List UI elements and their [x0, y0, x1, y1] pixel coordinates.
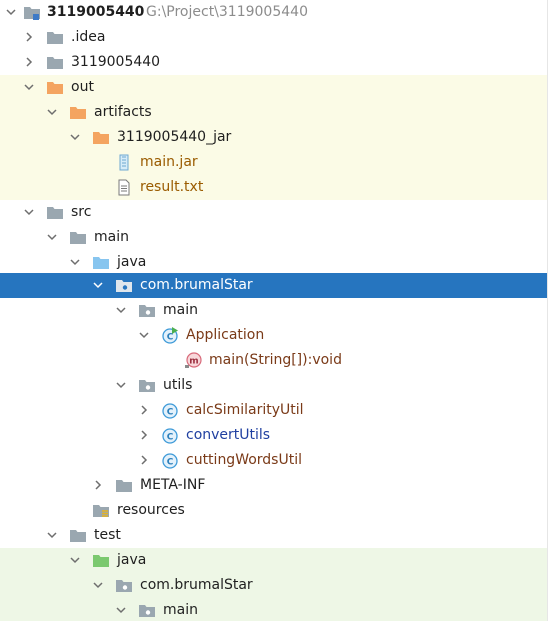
chevron-right-icon[interactable] — [137, 453, 151, 467]
tree-row-package-selected[interactable]: com.brumalStar — [0, 273, 548, 298]
tree-row-meta-inf[interactable]: META-INF — [0, 473, 548, 498]
test-main-label: main — [163, 602, 198, 618]
tree-row-cutting[interactable]: cuttingWordsUtil — [0, 448, 548, 473]
root-path-hint: G:\Project\3119005440 — [146, 4, 308, 20]
package-icon — [115, 277, 133, 294]
tree-row-utils[interactable]: utils — [0, 373, 548, 398]
tree-row-module[interactable]: 3119005440 — [0, 50, 548, 75]
test-source-folder-icon — [92, 552, 110, 569]
text-file-icon — [115, 179, 133, 196]
artifacts-label: artifacts — [94, 104, 152, 120]
chevron-right-icon[interactable] — [91, 478, 105, 492]
folder-icon — [115, 477, 133, 494]
cutting-label: cuttingWordsUtil — [186, 452, 302, 468]
tree-row-calc[interactable]: calcSimilarityUtil — [0, 398, 548, 423]
meta-inf-label: META-INF — [140, 477, 206, 493]
folder-orange-icon — [69, 104, 87, 121]
class-icon — [161, 427, 179, 444]
chevron-down-icon[interactable] — [45, 230, 59, 244]
out-label: out — [71, 79, 94, 95]
tree-row-application[interactable]: Application — [0, 323, 548, 348]
method-icon — [184, 352, 202, 369]
chevron-down-icon[interactable] — [68, 130, 82, 144]
tree-row-test-package[interactable]: com.brumalStar — [0, 573, 548, 598]
class-icon — [161, 452, 179, 469]
src-label: src — [71, 204, 92, 220]
package-icon — [138, 377, 156, 394]
tree-row-pkg-main[interactable]: main — [0, 298, 548, 323]
tree-row-convert[interactable]: convertUtils — [0, 423, 548, 448]
jar-file-icon — [115, 154, 133, 171]
chevron-down-icon[interactable] — [68, 553, 82, 567]
tree-row-root[interactable]: 3119005440 G:\Project\3119005440 — [0, 0, 548, 25]
chevron-down-icon[interactable] — [137, 328, 151, 342]
folder-icon — [46, 29, 64, 46]
chevron-down-icon[interactable] — [45, 105, 59, 119]
tree-row-main-jar[interactable]: main.jar — [0, 150, 548, 175]
tree-row-jar-folder[interactable]: 3119005440_jar — [0, 125, 548, 150]
folder-icon — [69, 229, 87, 246]
folder-icon — [46, 54, 64, 71]
resources-label: resources — [117, 502, 185, 518]
tree-row-result-txt[interactable]: result.txt — [0, 175, 548, 200]
chevron-down-icon[interactable] — [45, 528, 59, 542]
tree-row-main-method[interactable]: main(String[]):void — [0, 348, 548, 373]
folder-orange-icon — [92, 129, 110, 146]
module-folder-icon — [23, 4, 41, 21]
convert-label: convertUtils — [186, 427, 271, 443]
package-icon — [138, 602, 156, 619]
idea-label: .idea — [71, 29, 106, 45]
chevron-down-icon[interactable] — [114, 303, 128, 317]
folder-icon — [46, 204, 64, 221]
tree-row-out[interactable]: out — [0, 75, 548, 100]
tree-row-test-java[interactable]: java — [0, 548, 548, 573]
tree-row-resources[interactable]: resources — [0, 498, 548, 523]
chevron-down-icon[interactable] — [22, 80, 36, 94]
root-label: 3119005440 — [47, 4, 145, 20]
chevron-down-icon[interactable] — [114, 603, 128, 617]
tree-row-src[interactable]: src — [0, 200, 548, 225]
chevron-down-icon[interactable] — [91, 278, 105, 292]
test-label: test — [94, 527, 121, 543]
java-label: java — [117, 254, 147, 270]
chevron-right-icon[interactable] — [137, 403, 151, 417]
tree-row-test-main[interactable]: main — [0, 598, 548, 621]
application-label: Application — [186, 327, 265, 343]
resources-folder-icon — [92, 502, 110, 519]
package-label: com.brumalStar — [140, 277, 253, 293]
chevron-down-icon[interactable] — [4, 5, 18, 19]
main-method-label: main(String[]):void — [209, 352, 342, 368]
test-package-label: com.brumalStar — [140, 577, 253, 593]
utils-label: utils — [163, 377, 193, 393]
chevron-down-icon[interactable] — [114, 378, 128, 392]
tree-row-test[interactable]: test — [0, 523, 548, 548]
package-icon — [115, 577, 133, 594]
source-folder-icon — [92, 254, 110, 271]
runnable-class-icon — [161, 327, 179, 344]
chevron-right-icon[interactable] — [137, 428, 151, 442]
main-jar-label: main.jar — [140, 154, 198, 170]
tree-row-java[interactable]: java — [0, 250, 548, 275]
chevron-right-icon[interactable] — [22, 30, 36, 44]
chevron-down-icon[interactable] — [91, 578, 105, 592]
tree-row-src-main[interactable]: main — [0, 225, 548, 250]
calc-label: calcSimilarityUtil — [186, 402, 304, 418]
pkg-main-label: main — [163, 302, 198, 318]
src-main-label: main — [94, 229, 129, 245]
jar-folder-label: 3119005440_jar — [117, 129, 232, 145]
chevron-right-icon[interactable] — [22, 55, 36, 69]
folder-orange-icon — [46, 79, 64, 96]
chevron-down-icon[interactable] — [68, 255, 82, 269]
chevron-down-icon[interactable] — [22, 205, 36, 219]
result-txt-label: result.txt — [140, 179, 204, 195]
test-java-label: java — [117, 552, 147, 568]
module-label: 3119005440 — [71, 54, 161, 70]
tree-row-idea[interactable]: .idea — [0, 25, 548, 50]
package-icon — [138, 302, 156, 319]
folder-icon — [69, 527, 87, 544]
tree-row-artifacts[interactable]: artifacts — [0, 100, 548, 125]
class-icon — [161, 402, 179, 419]
